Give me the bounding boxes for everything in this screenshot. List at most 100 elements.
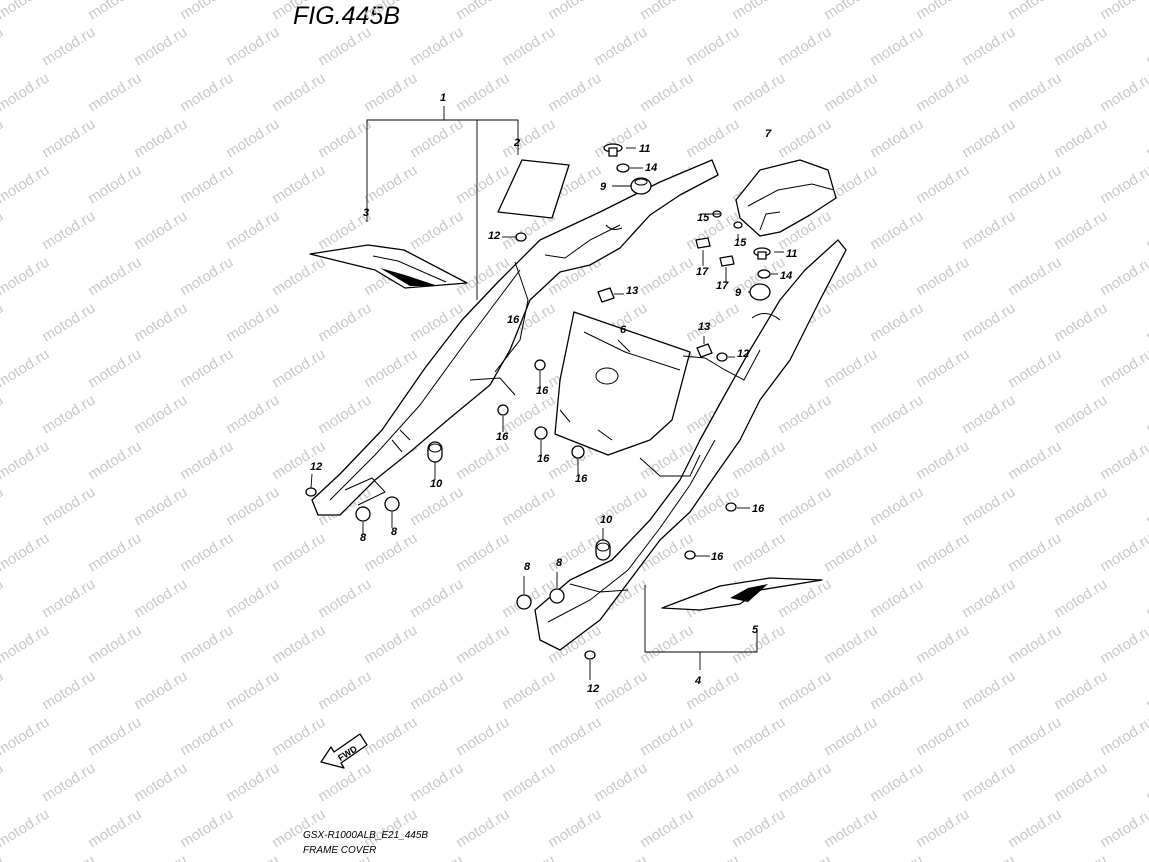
watermark-text: motod.ru: [39, 300, 98, 346]
watermark-text: motod.ru: [1051, 852, 1110, 862]
watermark-text: motod.ru: [177, 438, 236, 484]
right-frame-cover: [534, 239, 847, 651]
watermark-text: motod.ru: [361, 70, 420, 116]
watermark-text: motod.ru: [1005, 254, 1064, 300]
watermark-text: motod.ru: [913, 530, 972, 576]
watermark-text: motod.ru: [775, 116, 834, 162]
watermark-text: motod.ru: [39, 668, 98, 714]
watermark-text: motod.ru: [499, 668, 558, 714]
watermark-text: motod.ru: [959, 300, 1018, 346]
callout-number: 1: [440, 92, 446, 104]
figure-title: FIG.445B: [293, 2, 400, 30]
watermark-text: motod.ru: [683, 116, 742, 162]
watermark-text: motod.ru: [85, 622, 144, 668]
watermark-text: motod.ru: [85, 162, 144, 208]
watermark-text: motod.ru: [775, 668, 834, 714]
watermark-text: motod.ru: [775, 484, 834, 530]
watermark-text: motod.ru: [867, 576, 926, 622]
watermark-text: motod.ru: [1143, 852, 1149, 862]
watermark-text: motod.ru: [223, 116, 282, 162]
watermark-text: motod.ru: [1051, 116, 1110, 162]
watermark-text: motod.ru: [0, 254, 52, 300]
callout-number: 13: [626, 285, 638, 297]
watermark-text: motod.ru: [821, 714, 880, 760]
watermark-text: motod.ru: [683, 24, 742, 70]
watermark-text: motod.ru: [729, 0, 788, 23]
callout-number: 17: [716, 280, 729, 292]
watermark-text: motod.ru: [177, 70, 236, 116]
callout-number: 12: [310, 461, 322, 473]
diagram-name: FRAME COVER: [303, 845, 377, 856]
watermark-text: motod.ru: [1005, 346, 1064, 392]
watermark-text: motod.ru: [1143, 484, 1149, 530]
watermark-text: motod.ru: [867, 116, 926, 162]
watermark-text: motod.ru: [407, 484, 466, 530]
part-7-tail-cover: [735, 159, 837, 237]
watermark-text: motod.ru: [683, 852, 742, 862]
watermark-text: motod.ru: [269, 162, 328, 208]
watermark-text: motod.ru: [131, 760, 190, 806]
watermark-text: motod.ru: [867, 484, 926, 530]
watermark-text: motod.ru: [867, 24, 926, 70]
watermark-text: motod.ru: [131, 24, 190, 70]
watermark-text: motod.ru: [867, 852, 926, 862]
watermark-text: motod.ru: [315, 760, 374, 806]
watermark-text: motod.ru: [131, 300, 190, 346]
leader-line: [310, 473, 313, 489]
watermark-text: motod.ru: [131, 484, 190, 530]
watermark-text: motod.ru: [1051, 576, 1110, 622]
watermark-text: motod.ru: [0, 622, 52, 668]
watermark-text: motod.ru: [821, 346, 880, 392]
watermark-text: motod.ru: [407, 24, 466, 70]
watermark-text: motod.ru: [913, 438, 972, 484]
watermark-text: motod.ru: [315, 576, 374, 622]
watermark-text: motod.ru: [361, 162, 420, 208]
callout-number: 8: [556, 557, 563, 569]
callout-number: 11: [786, 248, 797, 260]
watermark-text: motod.ru: [775, 392, 834, 438]
watermark-text: motod.ru: [637, 254, 696, 300]
watermark-text: motod.ru: [0, 668, 6, 714]
watermark-text: motod.ru: [223, 668, 282, 714]
watermark-text: motod.ru: [775, 852, 834, 862]
callout-number: 8: [524, 561, 531, 573]
watermark-text: motod.ru: [85, 70, 144, 116]
watermark-text: motod.ru: [223, 852, 282, 862]
callout-number: 12: [737, 348, 749, 360]
watermark-text: motod.ru: [683, 760, 742, 806]
callout-number: 11: [639, 143, 650, 155]
watermark-text: motod.ru: [223, 576, 282, 622]
watermark-text: motod.ru: [867, 668, 926, 714]
watermark-text: motod.ru: [959, 484, 1018, 530]
watermark-text: motod.ru: [1097, 530, 1149, 576]
watermark-text: motod.ru: [913, 254, 972, 300]
watermark-text: motod.ru: [39, 392, 98, 438]
watermark-text: motod.ru: [959, 116, 1018, 162]
watermark-text: motod.ru: [453, 806, 512, 852]
watermark-text: motod.ru: [1005, 806, 1064, 852]
watermark-text: motod.ru: [683, 300, 742, 346]
watermark-text: motod.ru: [85, 346, 144, 392]
watermark-text: motod.ru: [0, 806, 52, 852]
watermark-text: motod.ru: [1051, 392, 1110, 438]
watermark-text: motod.ru: [177, 530, 236, 576]
watermark-text: motod.ru: [39, 208, 98, 254]
watermark-text: motod.ru: [315, 300, 374, 346]
watermark-text: motod.ru: [1097, 70, 1149, 116]
watermark-text: motod.ru: [0, 852, 6, 862]
watermark-text: motod.ru: [0, 24, 6, 70]
watermark-text: motod.ru: [39, 24, 98, 70]
watermark-text: motod.ru: [39, 576, 98, 622]
watermark-text: motod.ru: [959, 668, 1018, 714]
watermark-text: motod.ru: [821, 806, 880, 852]
leader-line: [617, 339, 631, 353]
watermark-text: motod.ru: [39, 484, 98, 530]
watermark-text: motod.ru: [131, 392, 190, 438]
watermark-text: motod.ru: [1097, 438, 1149, 484]
watermark-text: motod.ru: [867, 300, 926, 346]
callout-number: 10: [600, 514, 613, 526]
watermark-text: motod.ru: [1005, 70, 1064, 116]
watermark-text: motod.ru: [1005, 622, 1064, 668]
